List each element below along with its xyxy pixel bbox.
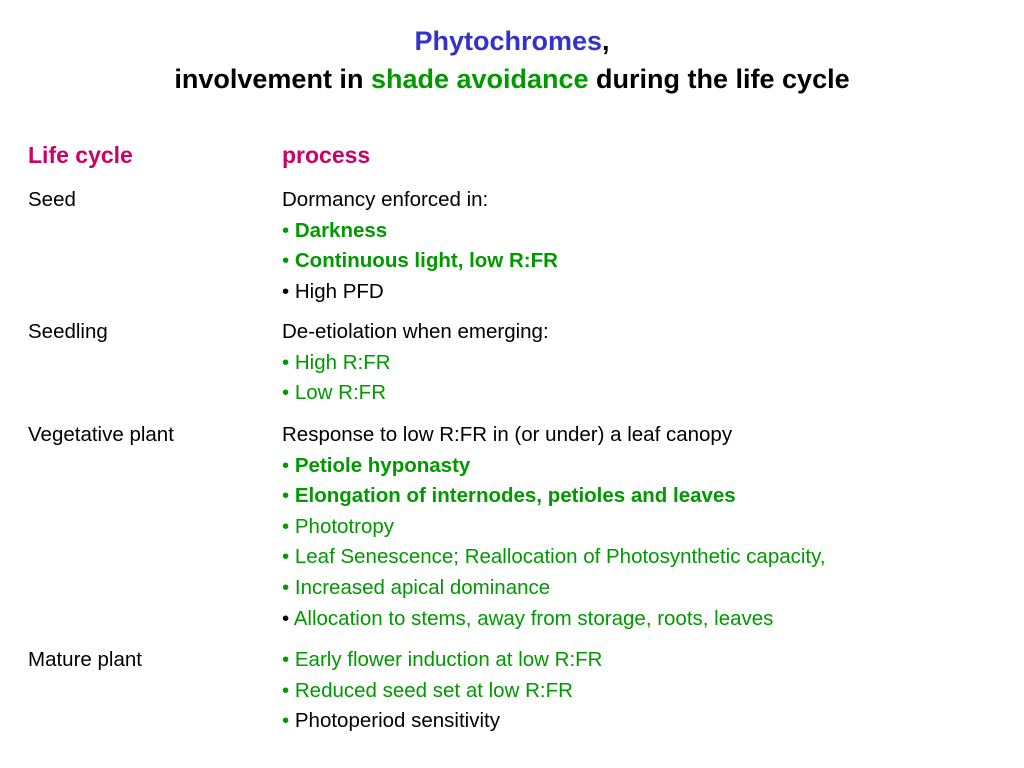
bullet-icon: • (282, 350, 295, 374)
process-list: Response to low R:FR in (or under) a lea… (282, 420, 826, 634)
life-cycle-stage: Seed (28, 188, 76, 211)
process-line: • Early flower induction at low R:FR (282, 645, 603, 676)
bullet-icon: • (282, 575, 295, 599)
process-text: Dormancy enforced in: (282, 188, 489, 211)
process-line: • Petiole hyponasty (282, 451, 826, 482)
bullet-icon: • (282, 678, 295, 702)
process-text: Darkness (294, 218, 388, 242)
process-line: Dormancy enforced in: (282, 185, 558, 216)
process-text: Early flower induction at low R:FR (294, 648, 603, 671)
title-shade-avoidance: shade avoidance (370, 64, 589, 94)
process-line: • High PFD (282, 277, 558, 308)
process-text: Allocation to stems, away from storage, … (293, 606, 774, 630)
title-line-2: involvement in shade avoidance during th… (0, 60, 1024, 98)
bullet-icon: • (282, 709, 295, 733)
process-text: Continuous light, low R:FR (294, 249, 558, 273)
bullet-icon: • (282, 279, 295, 303)
process-line: • Allocation to stems, away from storage… (282, 604, 826, 635)
process-line: • Leaf Senescence; Reallocation of Photo… (282, 542, 826, 573)
process-line: • Elongation of internodes, petioles and… (282, 481, 826, 512)
bullet-icon: • (282, 484, 295, 508)
process-text: De-etiolation when emerging: (282, 320, 549, 343)
life-cycle-stage: Mature plant (28, 648, 142, 671)
slide-title: Phytochromes, involvement in shade avoid… (0, 22, 1024, 98)
process-text: Leaf Senescence; Reallocation of Photosy… (294, 545, 826, 569)
header-process: process (282, 142, 371, 168)
title-line-1: Phytochromes, (0, 22, 1024, 60)
process-text: Increased apical dominance (294, 575, 551, 599)
process-text: Response to low R:FR in (or under) a lea… (282, 423, 733, 446)
life-cycle-stage: Seedling (28, 320, 108, 343)
process-text: Phototropy (294, 514, 395, 538)
process-list: Dormancy enforced in:• Darkness• Continu… (282, 185, 558, 307)
process-text: High PFD (294, 279, 384, 303)
process-line: • High R:FR (282, 348, 549, 379)
bullet-icon: • (282, 249, 295, 273)
process-line: • Low R:FR (282, 378, 549, 409)
bullet-icon: • (282, 648, 295, 671)
process-line: • Phototropy (282, 512, 826, 543)
bullet-icon: • (282, 381, 295, 405)
header-life-cycle: Life cycle (28, 142, 133, 168)
title-phytochromes: Phytochromes (414, 26, 603, 56)
process-line: • Darkness (282, 216, 558, 247)
life-cycle-stage: Vegetative plant (28, 423, 174, 446)
bullet-icon: • (282, 545, 295, 569)
process-line: • Photoperiod sensitivity (282, 706, 603, 737)
bullet-icon: • (282, 514, 295, 538)
process-line: • Continuous light, low R:FR (282, 246, 558, 277)
process-text: Elongation of internodes, petioles and l… (294, 484, 736, 508)
process-list: De-etiolation when emerging:• High R:FR•… (282, 317, 549, 409)
process-line: • Reduced seed set at low R:FR (282, 676, 603, 707)
process-text: Petiole hyponasty (294, 453, 471, 477)
bullet-icon: • (282, 453, 295, 477)
process-text: Photoperiod sensitivity (294, 709, 500, 733)
process-text: Low R:FR (294, 381, 387, 405)
process-list: • Early flower induction at low R:FR• Re… (282, 645, 603, 737)
title-line2-post: during the life cycle (588, 64, 850, 94)
process-text: High R:FR (294, 350, 391, 374)
bullet-icon: • (282, 606, 294, 630)
process-line: De-etiolation when emerging: (282, 317, 549, 348)
process-text: Reduced seed set at low R:FR (294, 678, 573, 702)
process-line: • Increased apical dominance (282, 573, 826, 604)
title-comma: , (602, 26, 610, 56)
process-line: Response to low R:FR in (or under) a lea… (282, 420, 826, 451)
title-line2-pre: involvement in (174, 64, 371, 94)
bullet-icon: • (282, 218, 295, 242)
